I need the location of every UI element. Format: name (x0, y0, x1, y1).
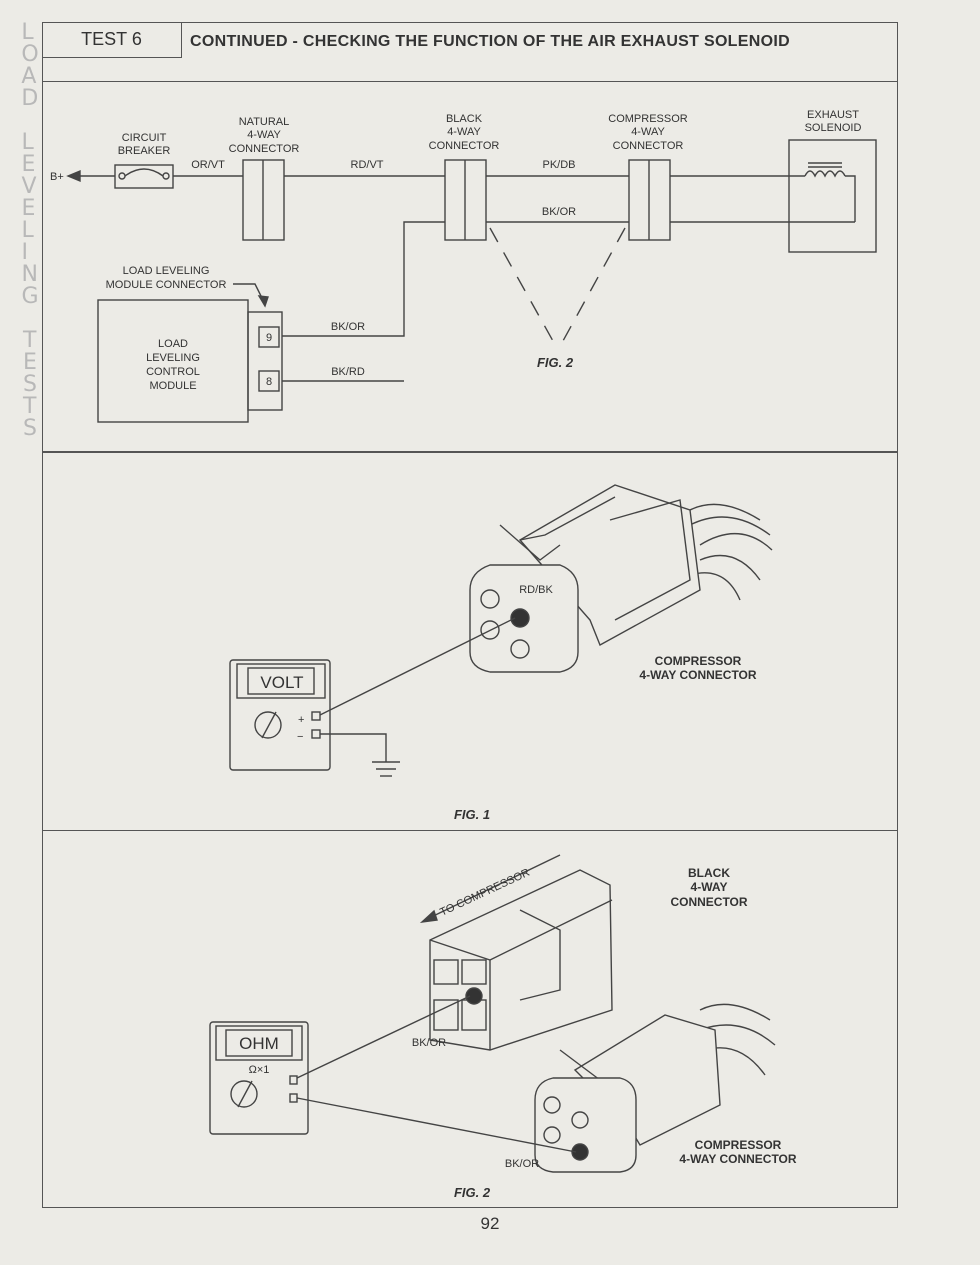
section-divider-2 (42, 830, 898, 831)
sidebar-letter: O (21, 42, 39, 67)
compressor-connector-label-1: COMPRESSOR (608, 113, 688, 125)
ohm-range-label: Ω×1 (249, 1064, 270, 1076)
wire-label-or-vt: OR/VT (191, 159, 225, 171)
fig1-label: FIG. 1 (454, 807, 490, 822)
fig2-compressor-label-1: COMPRESSOR (695, 1138, 782, 1152)
module-label-3: CONTROL (146, 366, 200, 378)
black-connector-label-3: CONNECTOR (429, 140, 500, 152)
sidebar-letter: S (23, 372, 37, 397)
module-connector-label-2: MODULE CONNECTOR (106, 279, 227, 291)
sidebar-letter: L (21, 130, 34, 155)
schematic-fig-label: FIG. 2 (537, 355, 574, 370)
sidebar-letter: L (21, 218, 34, 243)
compressor-connector-label-3: CONNECTOR (613, 140, 684, 152)
compressor-connector-terminal (571, 1143, 589, 1161)
header-divider (42, 81, 898, 82)
wire-label-rd-vt: RD/VT (351, 159, 384, 171)
natural-connector-label-1: NATURAL (239, 116, 290, 128)
fig1-connector-label-1: COMPRESSOR (655, 654, 742, 668)
sidebar-letter: A (21, 64, 37, 89)
schematic-labels: B+ CIRCUIT BREAKER NATURAL 4-WAY CONNECT… (50, 109, 861, 392)
terminal-rd-bk-label: RD/BK (519, 584, 553, 596)
compressor-connector-label-2: 4-WAY (631, 126, 665, 138)
exhaust-solenoid-label-2: SOLENOID (805, 122, 862, 134)
module-label-1: LOAD (158, 338, 188, 350)
sidebar-letter: S (23, 416, 37, 441)
section-divider-1 (42, 451, 898, 453)
fig2-black-label-3: CONNECTOR (670, 895, 747, 909)
fig2-black-label-1: BLACK (688, 866, 730, 880)
pin-9-label: 9 (266, 332, 272, 344)
sidebar-letter: E (23, 350, 37, 375)
volt-display: VOLT (260, 673, 303, 692)
wire-label-bk-rd-pin8: BK/RD (331, 366, 365, 378)
sidebar-letter: E (21, 152, 36, 177)
module-label-2: LEVELING (146, 352, 200, 364)
sidebar-letter: L (21, 20, 34, 45)
black-connector-label-2: 4-WAY (447, 126, 481, 138)
pin-8-label: 8 (266, 376, 272, 388)
meter-dial (254, 711, 282, 739)
page-frame (42, 22, 898, 1208)
minus-label: − (297, 731, 303, 743)
sidebar-letter: G (21, 284, 39, 309)
wiring-schematic (66, 139, 877, 423)
wire-label-bk-or-top: BK/OR (542, 206, 576, 218)
natural-connector-label-3: CONNECTOR (229, 143, 300, 155)
sidebar-letter: N (21, 262, 38, 287)
fig2-wire-bk-or-black: BK/OR (412, 1037, 446, 1049)
black-connector-label-1: BLACK (446, 113, 483, 125)
natural-connector-label-2: 4-WAY (247, 129, 281, 141)
wire-label-pk-db: PK/DB (542, 159, 575, 171)
fig1-labels: VOLT + − RD/BK COMPRESSOR 4-WAY CONNECTO… (260, 584, 756, 822)
probe-terminal (510, 608, 530, 628)
page-number: 92 (480, 1214, 500, 1233)
sidebar-letter: T (23, 394, 37, 419)
black-connector-terminal (465, 987, 483, 1005)
circuit-breaker-label-1: CIRCUIT (122, 132, 167, 144)
ohm-meter-dial (230, 1080, 258, 1108)
wire-label-bk-or-pin9: BK/OR (331, 321, 365, 333)
circuit-breaker-label-2: BREAKER (118, 145, 171, 157)
plus-label: + (298, 714, 304, 726)
test-label: TEST 6 (42, 22, 182, 58)
fig2-compressor-label-2: 4-WAY CONNECTOR (679, 1152, 796, 1166)
exhaust-solenoid-symbol (788, 139, 877, 253)
fig1-connector-label-2: 4-WAY CONNECTOR (639, 668, 756, 682)
sidebar-letter: D (21, 86, 39, 111)
sidebar-letter: V (21, 174, 37, 199)
fig2-label: FIG. 2 (454, 1185, 491, 1200)
battery-label: B+ (50, 171, 64, 183)
sidebar-letter: I (21, 240, 28, 265)
page-title: CONTINUED - CHECKING THE FUNCTION OF THE… (190, 33, 790, 50)
module-connector-label-1: LOAD LEVELING (123, 265, 210, 277)
ohm-display: OHM (239, 1034, 279, 1053)
exhaust-solenoid-label-1: EXHAUST (807, 109, 859, 121)
sidebar-letter: E (21, 196, 36, 221)
fig1-illustration (229, 484, 773, 777)
sidebar-letter: T (23, 328, 37, 353)
fig2-wire-bk-or-compressor: BK/OR (505, 1158, 539, 1170)
module-label-4: MODULE (149, 380, 196, 392)
fig2-illustration (209, 854, 776, 1173)
fig2-black-label-2: 4-WAY (691, 880, 728, 894)
